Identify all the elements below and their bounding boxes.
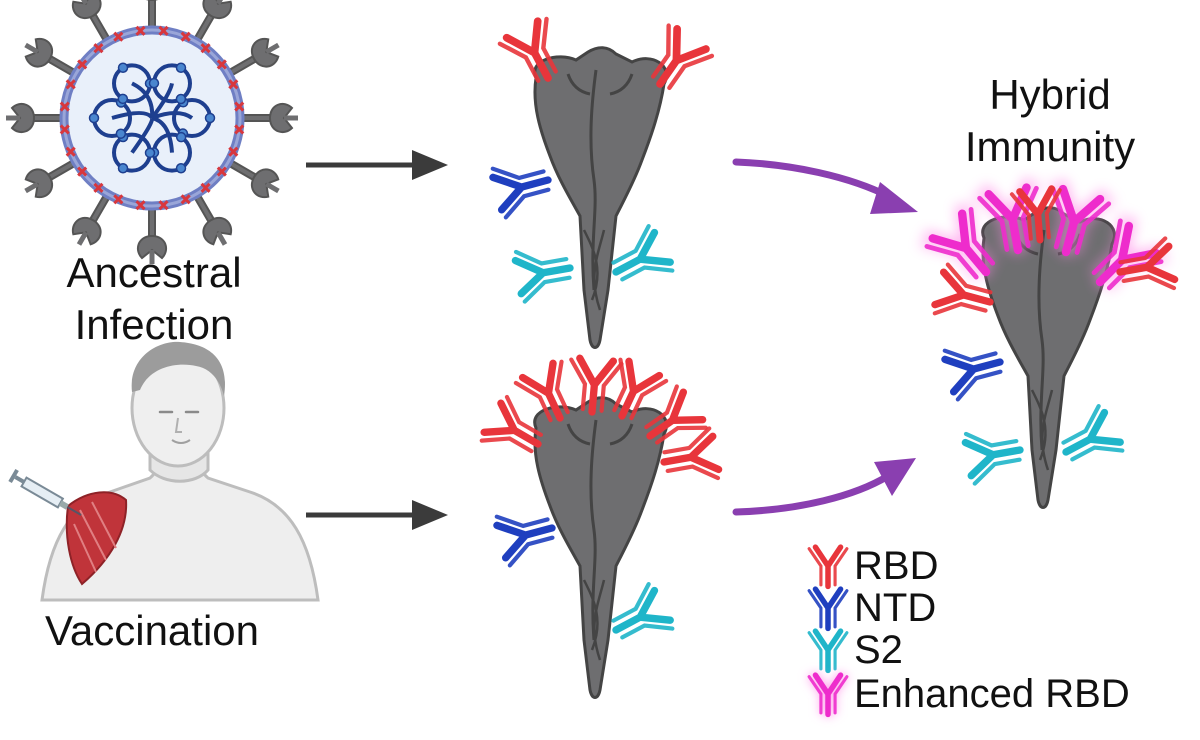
arrow-vaccination [306,500,448,530]
antibody-s2 [604,583,674,652]
legend-item-ntd: NTD [808,586,936,630]
legend-label: NTD [854,585,937,630]
arrow-infection-to-hybrid [732,158,918,214]
legend-label: RBD [854,543,939,588]
legend-item-enhanced-rbd: Enhanced RBD [808,672,1130,716]
spike-protein-infection [533,46,668,350]
virus-icon [6,0,298,264]
antibody-s2 [1054,405,1124,474]
legend-item-s2: S2 [808,628,903,672]
vaccination-label: Vaccination [44,607,260,654]
hybrid-label-line1: Hybrid [989,71,1111,118]
antibody-s2 [514,243,574,302]
hybrid-label-line2: Immunity [964,123,1136,170]
arrow-vaccination-to-hybrid [732,458,916,516]
ancestral-label-line2: Infection [74,301,234,348]
ancestral-label-line1: Ancestral [66,249,242,296]
legend-label: S2 [854,627,903,672]
legend-label: Enhanced RBD [854,671,1130,716]
antibody-s2 [964,425,1024,484]
antibody-icon [808,628,848,672]
antibody-ntd [491,156,555,218]
antibody-icon [808,586,848,630]
antibody-icon [808,544,848,588]
person-vaccination-icon [8,341,320,602]
antibody-icon [808,672,848,716]
antibody-ntd [495,504,559,566]
legend-item-rbd: RBD [808,544,938,588]
spike-protein-vaccination [533,396,668,699]
antibody-ntd [943,338,1007,400]
arrow-infection [306,150,448,180]
